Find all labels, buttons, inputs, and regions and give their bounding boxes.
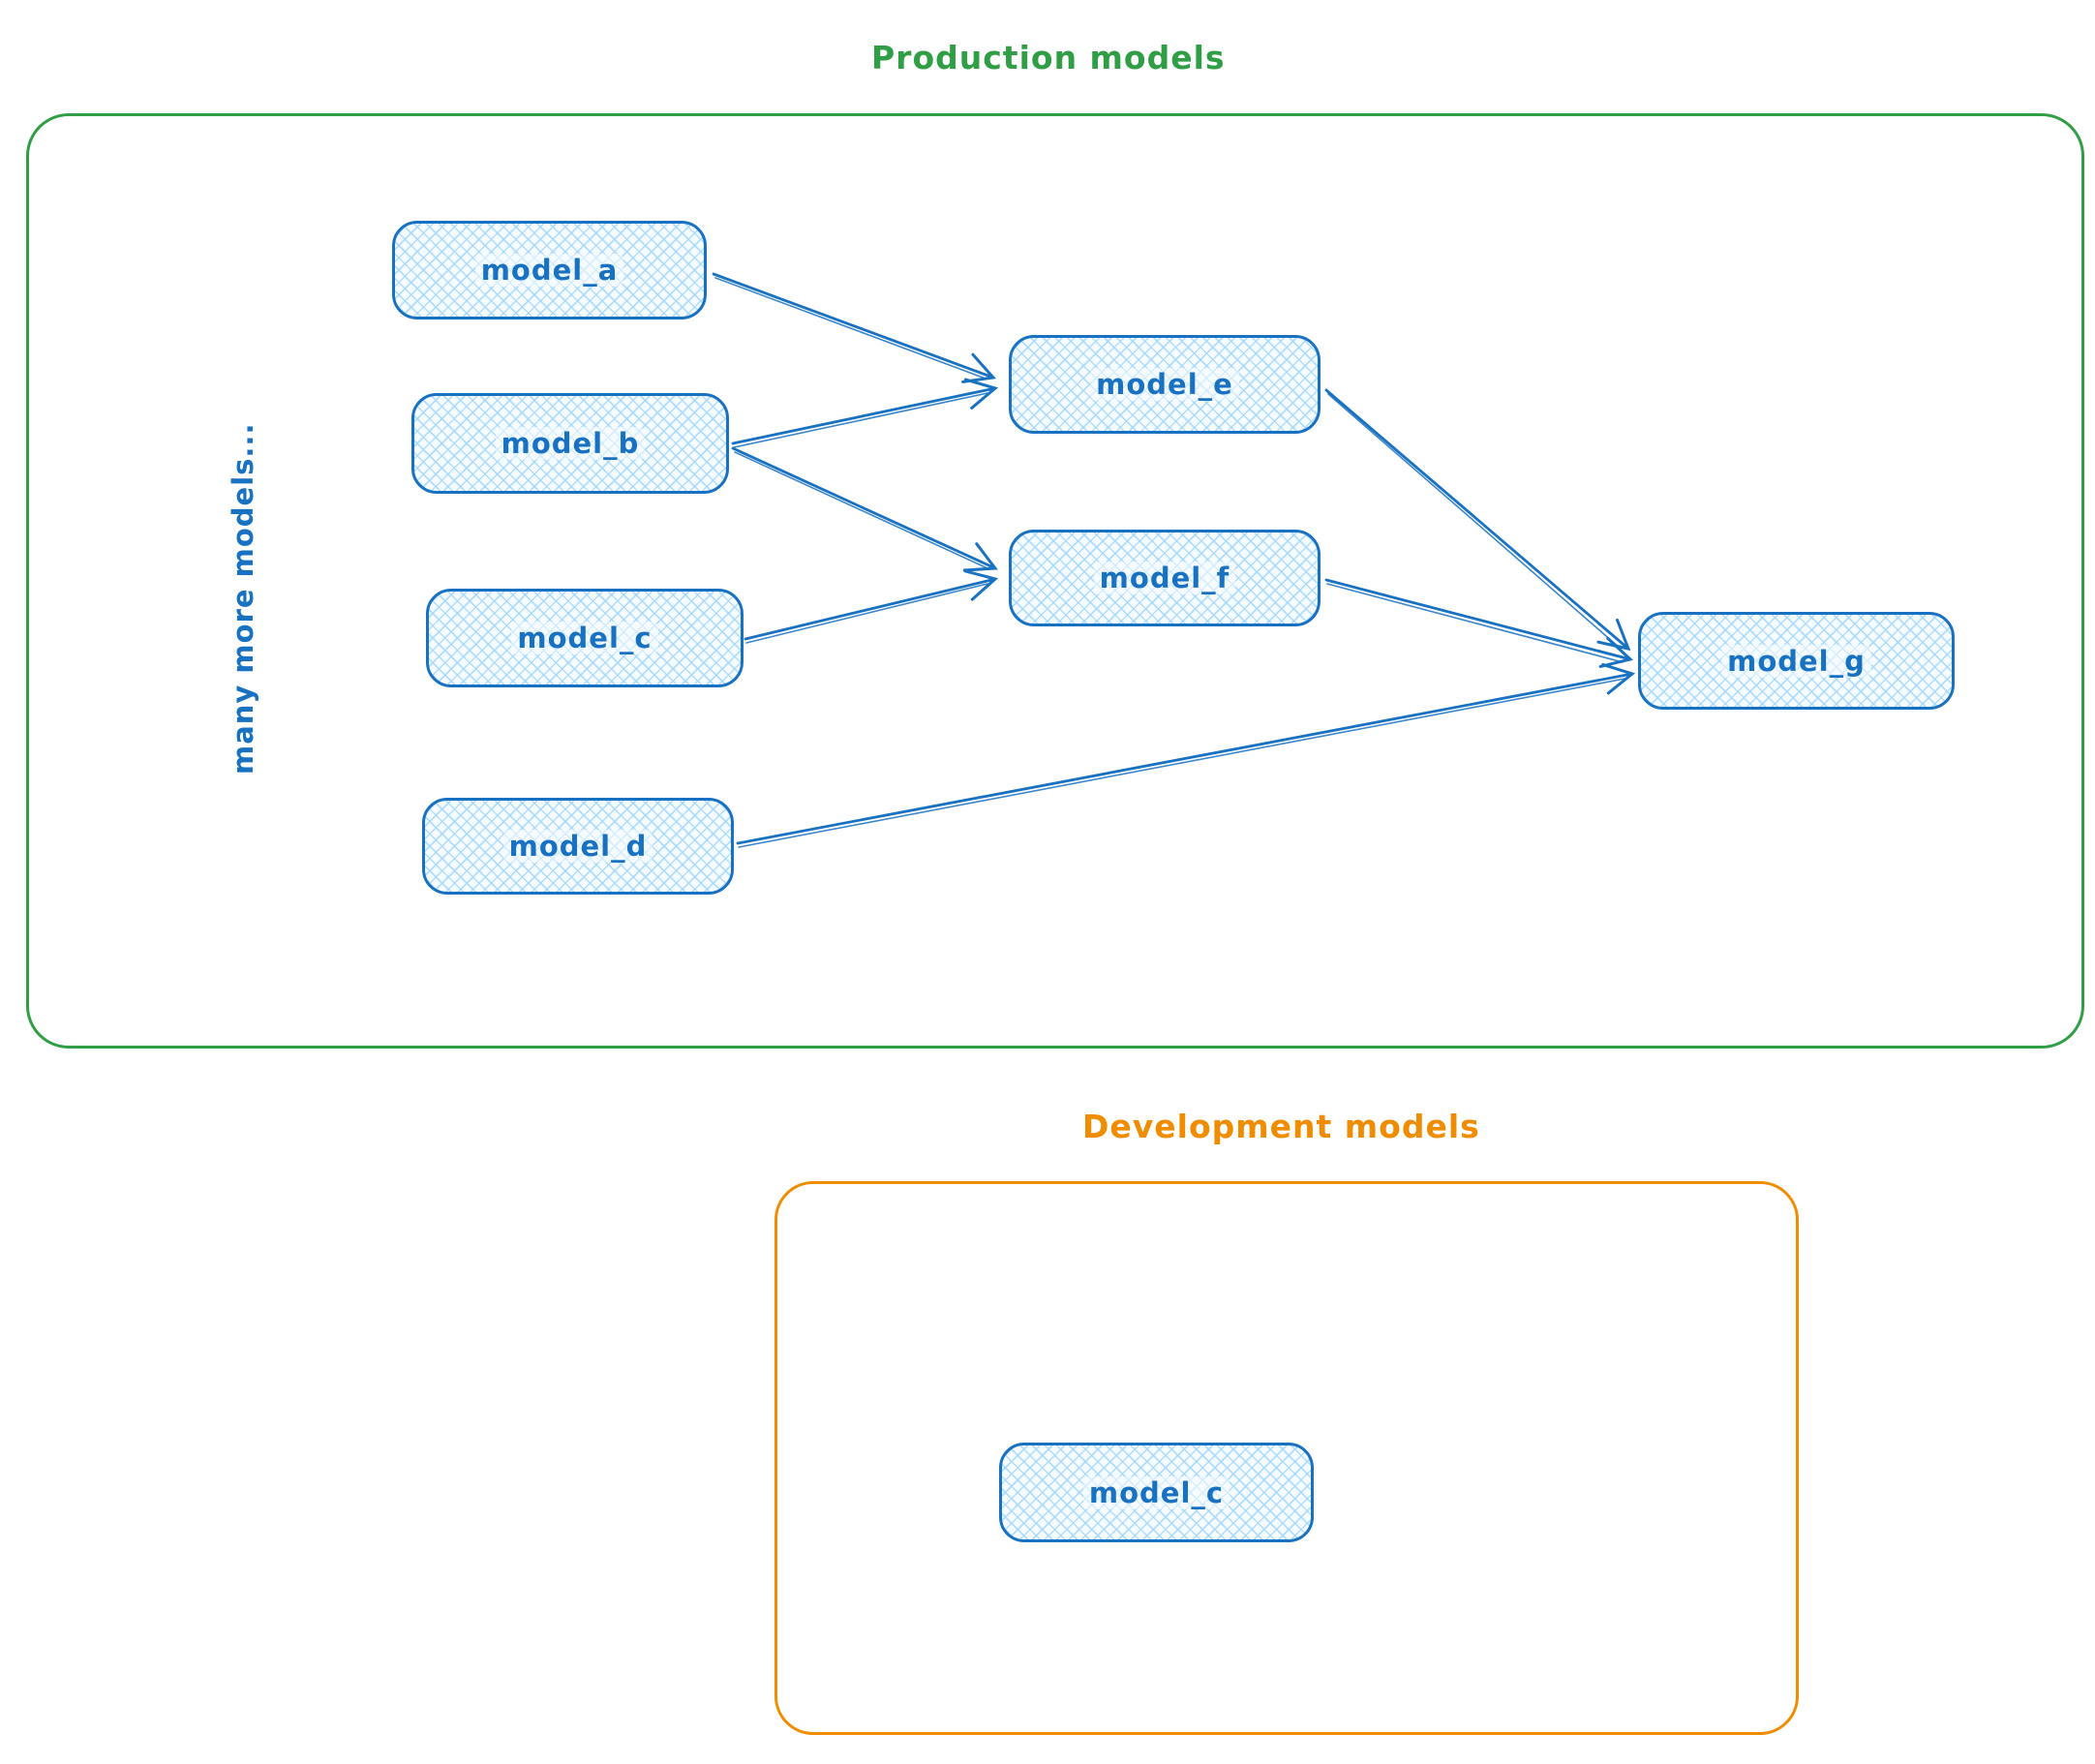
node-model-b-label: model_b xyxy=(495,427,646,460)
development-group-title: Development models xyxy=(1082,1108,1480,1145)
node-model-c-development[interactable]: model_c xyxy=(999,1443,1314,1542)
node-model-f-label: model_f xyxy=(1093,562,1236,594)
development-group-container[interactable] xyxy=(774,1181,1799,1735)
production-group-container[interactable] xyxy=(26,113,2084,1049)
node-model-a-label: model_a xyxy=(474,254,624,287)
node-model-c-development-label: model_c xyxy=(1082,1475,1230,1509)
production-group-title: Production models xyxy=(871,39,1226,76)
node-model-d[interactable]: model_d xyxy=(422,798,734,895)
node-model-d-label: model_d xyxy=(502,830,653,863)
many-more-models-label: many more models... xyxy=(227,422,259,775)
node-model-f[interactable]: model_f xyxy=(1009,530,1321,626)
node-model-e[interactable]: model_e xyxy=(1009,335,1321,434)
node-model-g-label: model_g xyxy=(1721,644,1871,678)
node-model-e-label: model_e xyxy=(1090,368,1239,401)
node-model-c[interactable]: model_c xyxy=(426,589,744,687)
node-model-b[interactable]: model_b xyxy=(411,393,729,494)
node-model-a[interactable]: model_a xyxy=(392,221,707,319)
node-model-c-label: model_c xyxy=(511,622,658,654)
node-model-g[interactable]: model_g xyxy=(1638,612,1955,710)
